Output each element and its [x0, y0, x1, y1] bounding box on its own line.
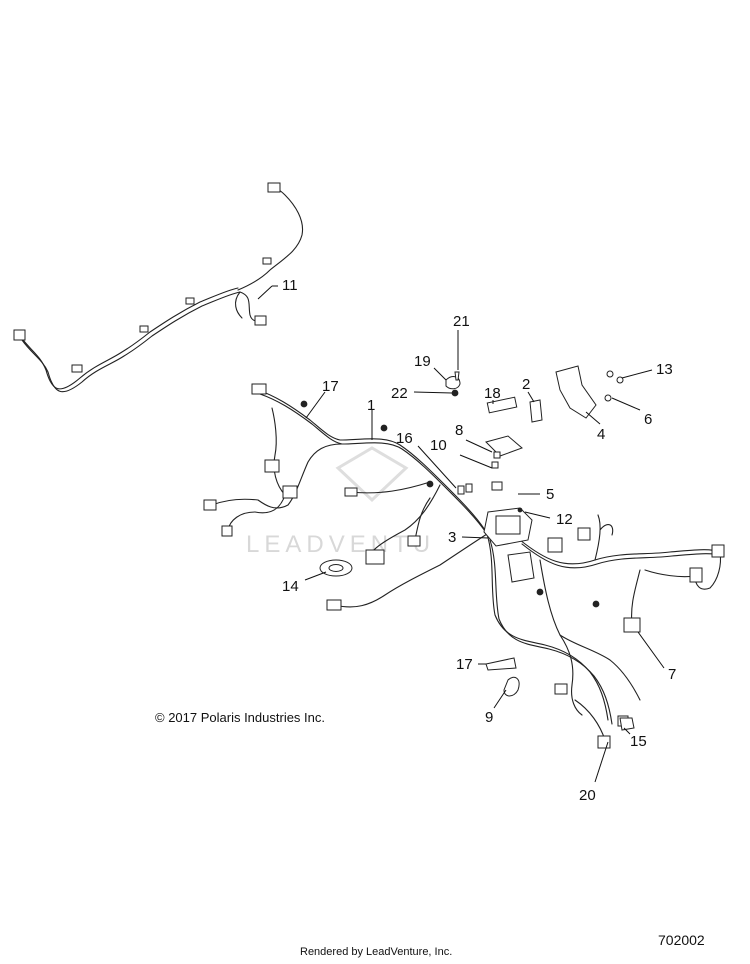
main-harness-1 — [203, 383, 725, 749]
callout-2: 2 — [522, 376, 530, 393]
bracket-4 — [555, 365, 597, 419]
callout-12: 12 — [556, 511, 573, 528]
leader-lines — [257, 285, 665, 783]
rendered-by-credit: Rendered by LeadVenture, Inc. — [300, 946, 453, 958]
fuse-box-3 — [483, 507, 535, 583]
watermark-text: LEADVENTU — [246, 531, 435, 558]
fuse-2 — [529, 399, 543, 423]
callout-20: 20 — [579, 787, 596, 804]
callout-11: 11 — [282, 277, 298, 294]
callout-8: 8 — [455, 422, 463, 439]
diagram-number: 702002 — [658, 932, 705, 948]
callout-16: 16 — [396, 430, 413, 447]
callout-7: 7 — [668, 666, 676, 683]
callout-5: 5 — [546, 486, 554, 503]
rear-harness-11 — [13, 182, 304, 393]
callout-17-top: 17 — [322, 378, 339, 395]
connector-15 — [619, 717, 635, 731]
callout-1: 1 — [367, 397, 375, 414]
callout-3: 3 — [448, 529, 456, 546]
callout-21: 21 — [453, 313, 470, 330]
callout-15: 15 — [630, 733, 647, 750]
fuse-label — [486, 396, 518, 414]
clip-17 — [485, 657, 517, 671]
copyright-notice: © 2017 Polaris Industries Inc. — [155, 710, 325, 725]
cover-9 — [503, 676, 520, 697]
callout-22: 22 — [391, 385, 408, 402]
fuse-16b — [465, 483, 473, 493]
nut-22 — [451, 389, 459, 397]
fuse-16a — [457, 485, 465, 495]
callout-14: 14 — [282, 578, 299, 595]
screw-21 — [454, 371, 460, 381]
small-parts — [319, 365, 635, 731]
callout-13: 13 — [656, 361, 673, 378]
relay-5 — [491, 481, 503, 491]
callout-19: 19 — [414, 353, 431, 370]
callout-9: 9 — [485, 709, 493, 726]
callout-18: 18 — [484, 385, 501, 402]
callout-10: 10 — [430, 437, 447, 454]
callout-17-bottom: 17 — [456, 656, 473, 673]
fuse-block-cover — [485, 435, 523, 457]
callout-4: 4 — [597, 426, 605, 443]
callouts: 11 17 1 21 19 22 18 2 8 10 16 5 12 3 13 … — [282, 277, 676, 804]
callout-6: 6 — [644, 411, 652, 428]
watermark: LEADVENTU — [246, 446, 435, 558]
